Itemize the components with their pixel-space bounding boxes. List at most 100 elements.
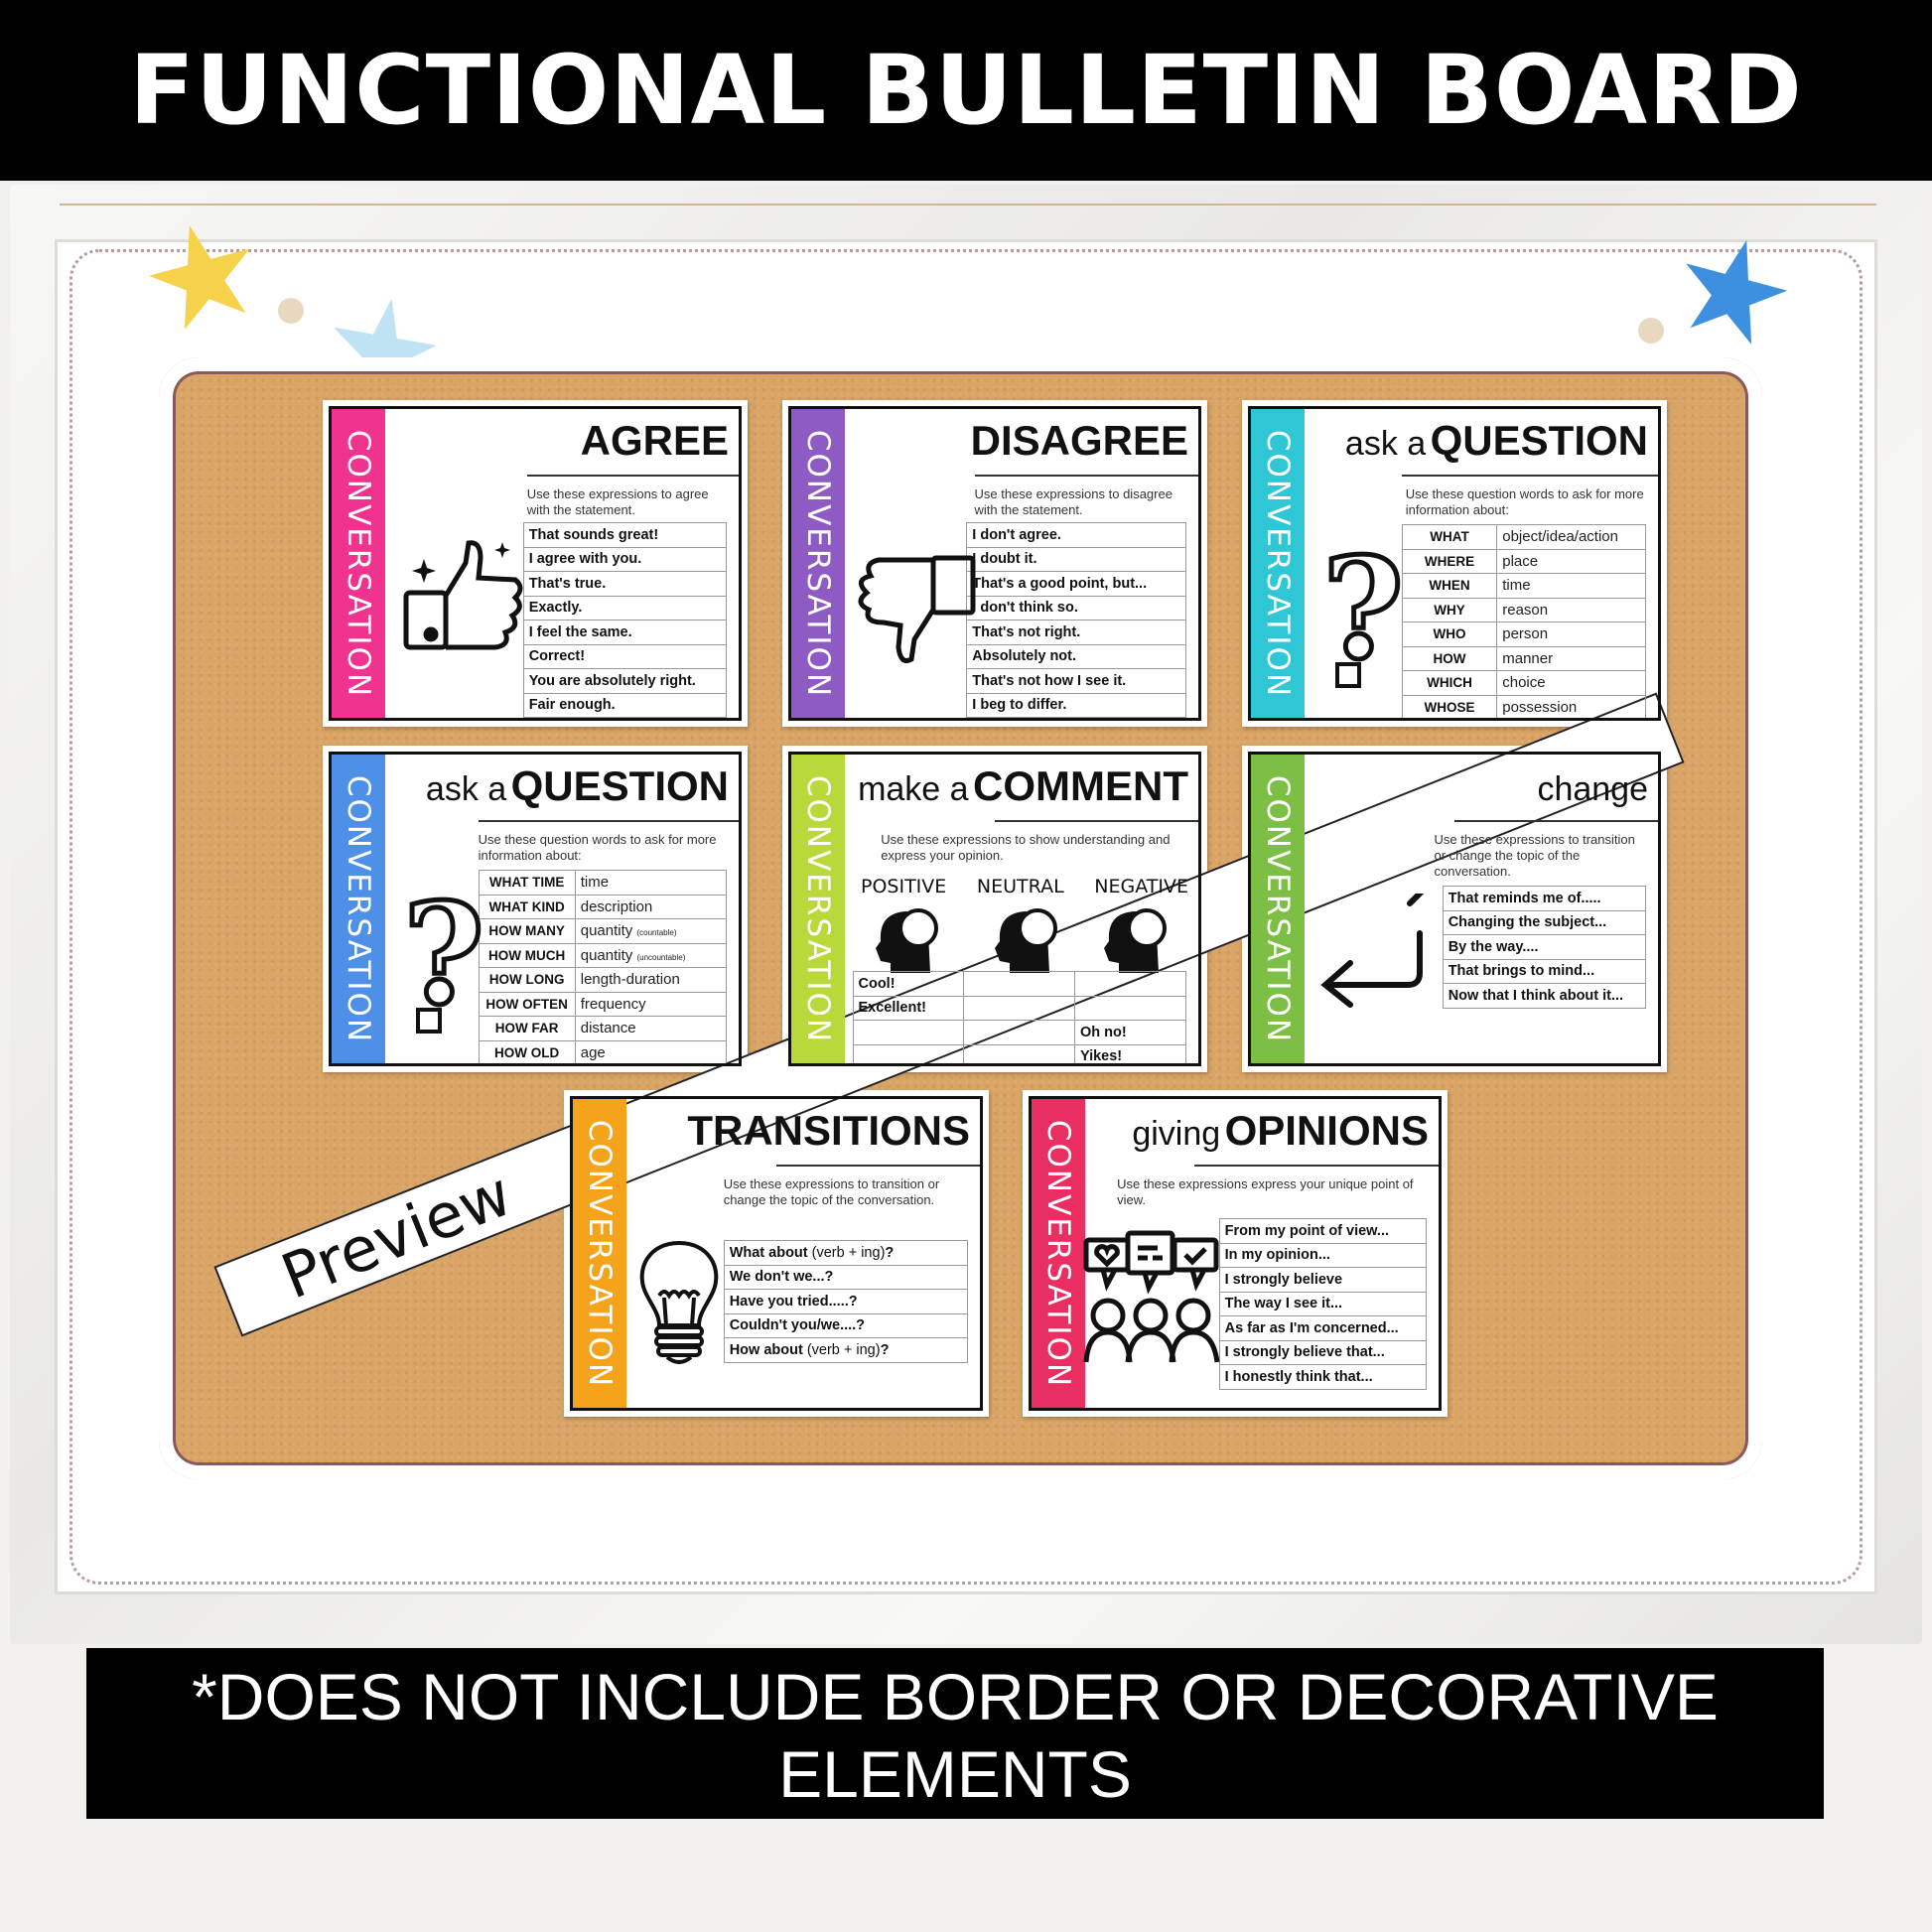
question-meaning: time [574, 870, 727, 896]
card-description: Use these expressions to disagree with t… [974, 486, 1173, 517]
expression-cell: That's not right. [966, 620, 1186, 645]
table-row: As far as I'm concerned... [1218, 1315, 1427, 1341]
card-title: DISAGREE [971, 417, 1188, 465]
comment-cell [963, 1043, 1075, 1063]
meaning-text: length-duration [580, 971, 680, 989]
question-mark-icon: ? [393, 872, 502, 1042]
expression-cell: I strongly believe that... [1218, 1339, 1427, 1365]
comment-cell: Cool! [852, 971, 965, 997]
disclaimer-box: *DOES NOT INCLUDE BORDER OR DECORATIVE E… [86, 1648, 1824, 1819]
title-bold: QUESTION [510, 762, 729, 809]
meaning-text: reason [1502, 601, 1549, 619]
card-stripe: CONVERSATION [1032, 1099, 1085, 1408]
disclaimer-line-2: ELEMENTS [778, 1737, 1132, 1811]
expression-table: I don't agree.I doubt it.That's a good p… [966, 522, 1186, 718]
table-row: By the way.... [1442, 934, 1646, 960]
expression-cell: I don't agree. [966, 522, 1186, 548]
card-stripe: CONVERSATION [1251, 755, 1305, 1063]
meaning-text: person [1502, 625, 1549, 643]
table-row: How about (verb + ing)? [723, 1337, 968, 1363]
title-underline [776, 1165, 980, 1167]
question-meaning: manner [1496, 645, 1646, 671]
card-title: make a COMMENT [858, 762, 1188, 810]
table-row: Absolutely not. [966, 643, 1186, 669]
meaning-text: description [580, 897, 653, 915]
thumbs-down-icon [849, 548, 978, 672]
meaning-text: place [1502, 552, 1539, 570]
card-description: Use these expressions to show understand… [881, 832, 1171, 863]
return-arrow-icon [1311, 886, 1449, 1018]
card-title: giving OPINIONS [1132, 1107, 1429, 1155]
thumbs-up-icon [401, 538, 530, 662]
table-row: Oh no! [852, 1020, 1186, 1045]
expression-cell: That's true. [522, 571, 727, 597]
table-row: I doubt it. [966, 546, 1186, 572]
table-row: Have you tried.....? [723, 1289, 968, 1314]
expression-cell: I doubt it. [966, 546, 1186, 572]
title-bold: DISAGREE [970, 417, 1188, 464]
meaning-text: distance [580, 1020, 636, 1037]
table-row: Fair enough. [522, 692, 727, 718]
table-row: Changing the subject... [1442, 909, 1646, 935]
stripe-label: CONVERSATION [1040, 1119, 1076, 1388]
expression-part: ? [880, 1341, 890, 1358]
comment-cell [852, 1020, 965, 1045]
stripe-label: CONVERSATION [582, 1119, 618, 1388]
stripe-label: CONVERSATION [341, 429, 376, 698]
disclaimer-line-1: *DOES NOT INCLUDE BORDER OR DECORATIVE [192, 1660, 1719, 1733]
question-meaning: place [1496, 548, 1646, 574]
question-meaning: choice [1496, 670, 1646, 696]
meaning-text: time [1502, 577, 1531, 595]
question-word: WHICH [1401, 670, 1498, 696]
garland-string [60, 204, 1876, 206]
title-underline [1194, 1165, 1439, 1167]
card-stripe: CONVERSATION [332, 409, 385, 718]
card-description: Use these expressions to transition or c… [1434, 832, 1635, 879]
meaning-text: possession [1502, 698, 1578, 716]
table-row: What about (verb + ing)? [723, 1240, 968, 1266]
table-row: From my point of view... [1218, 1218, 1427, 1244]
question-meaning: quantity (countable) [574, 918, 727, 944]
expression-cell: Fair enough. [522, 692, 727, 718]
column-label: POSITIVE [861, 876, 947, 897]
card-title: ask a QUESTION [1345, 417, 1648, 465]
comment-cell [963, 1020, 1075, 1045]
expression-cell: From my point of view... [1218, 1218, 1427, 1244]
table-row: I don't think so. [966, 595, 1186, 621]
expression-cell: We don't we...? [723, 1264, 968, 1290]
question-word: HOW MUCH [478, 942, 576, 968]
meaning-text: choice [1502, 674, 1546, 692]
meaning-text: manner [1502, 649, 1554, 667]
question-meaning: age [574, 1039, 727, 1063]
table-row: In my opinion... [1218, 1242, 1427, 1268]
question-word: HOW LONG [478, 967, 576, 993]
title-light: ask a [1344, 425, 1427, 463]
stripe-label: CONVERSATION [1260, 774, 1296, 1043]
title-bold: OPINIONS [1224, 1107, 1429, 1154]
comment-cell [1073, 971, 1186, 997]
question-word: WHEN [1401, 573, 1498, 599]
table-row: I feel the same. [522, 620, 727, 645]
question-meaning: quantity (uncountable) [574, 942, 727, 968]
card-stripe: CONVERSATION [332, 755, 385, 1063]
title-bar: FUNCTIONAL BULLETIN BOARD [0, 0, 1932, 181]
question-word: WHAT TIME [478, 870, 576, 896]
comment-cell [1073, 995, 1186, 1021]
title-underline [995, 820, 1198, 822]
question-word: HOW [1401, 645, 1498, 671]
